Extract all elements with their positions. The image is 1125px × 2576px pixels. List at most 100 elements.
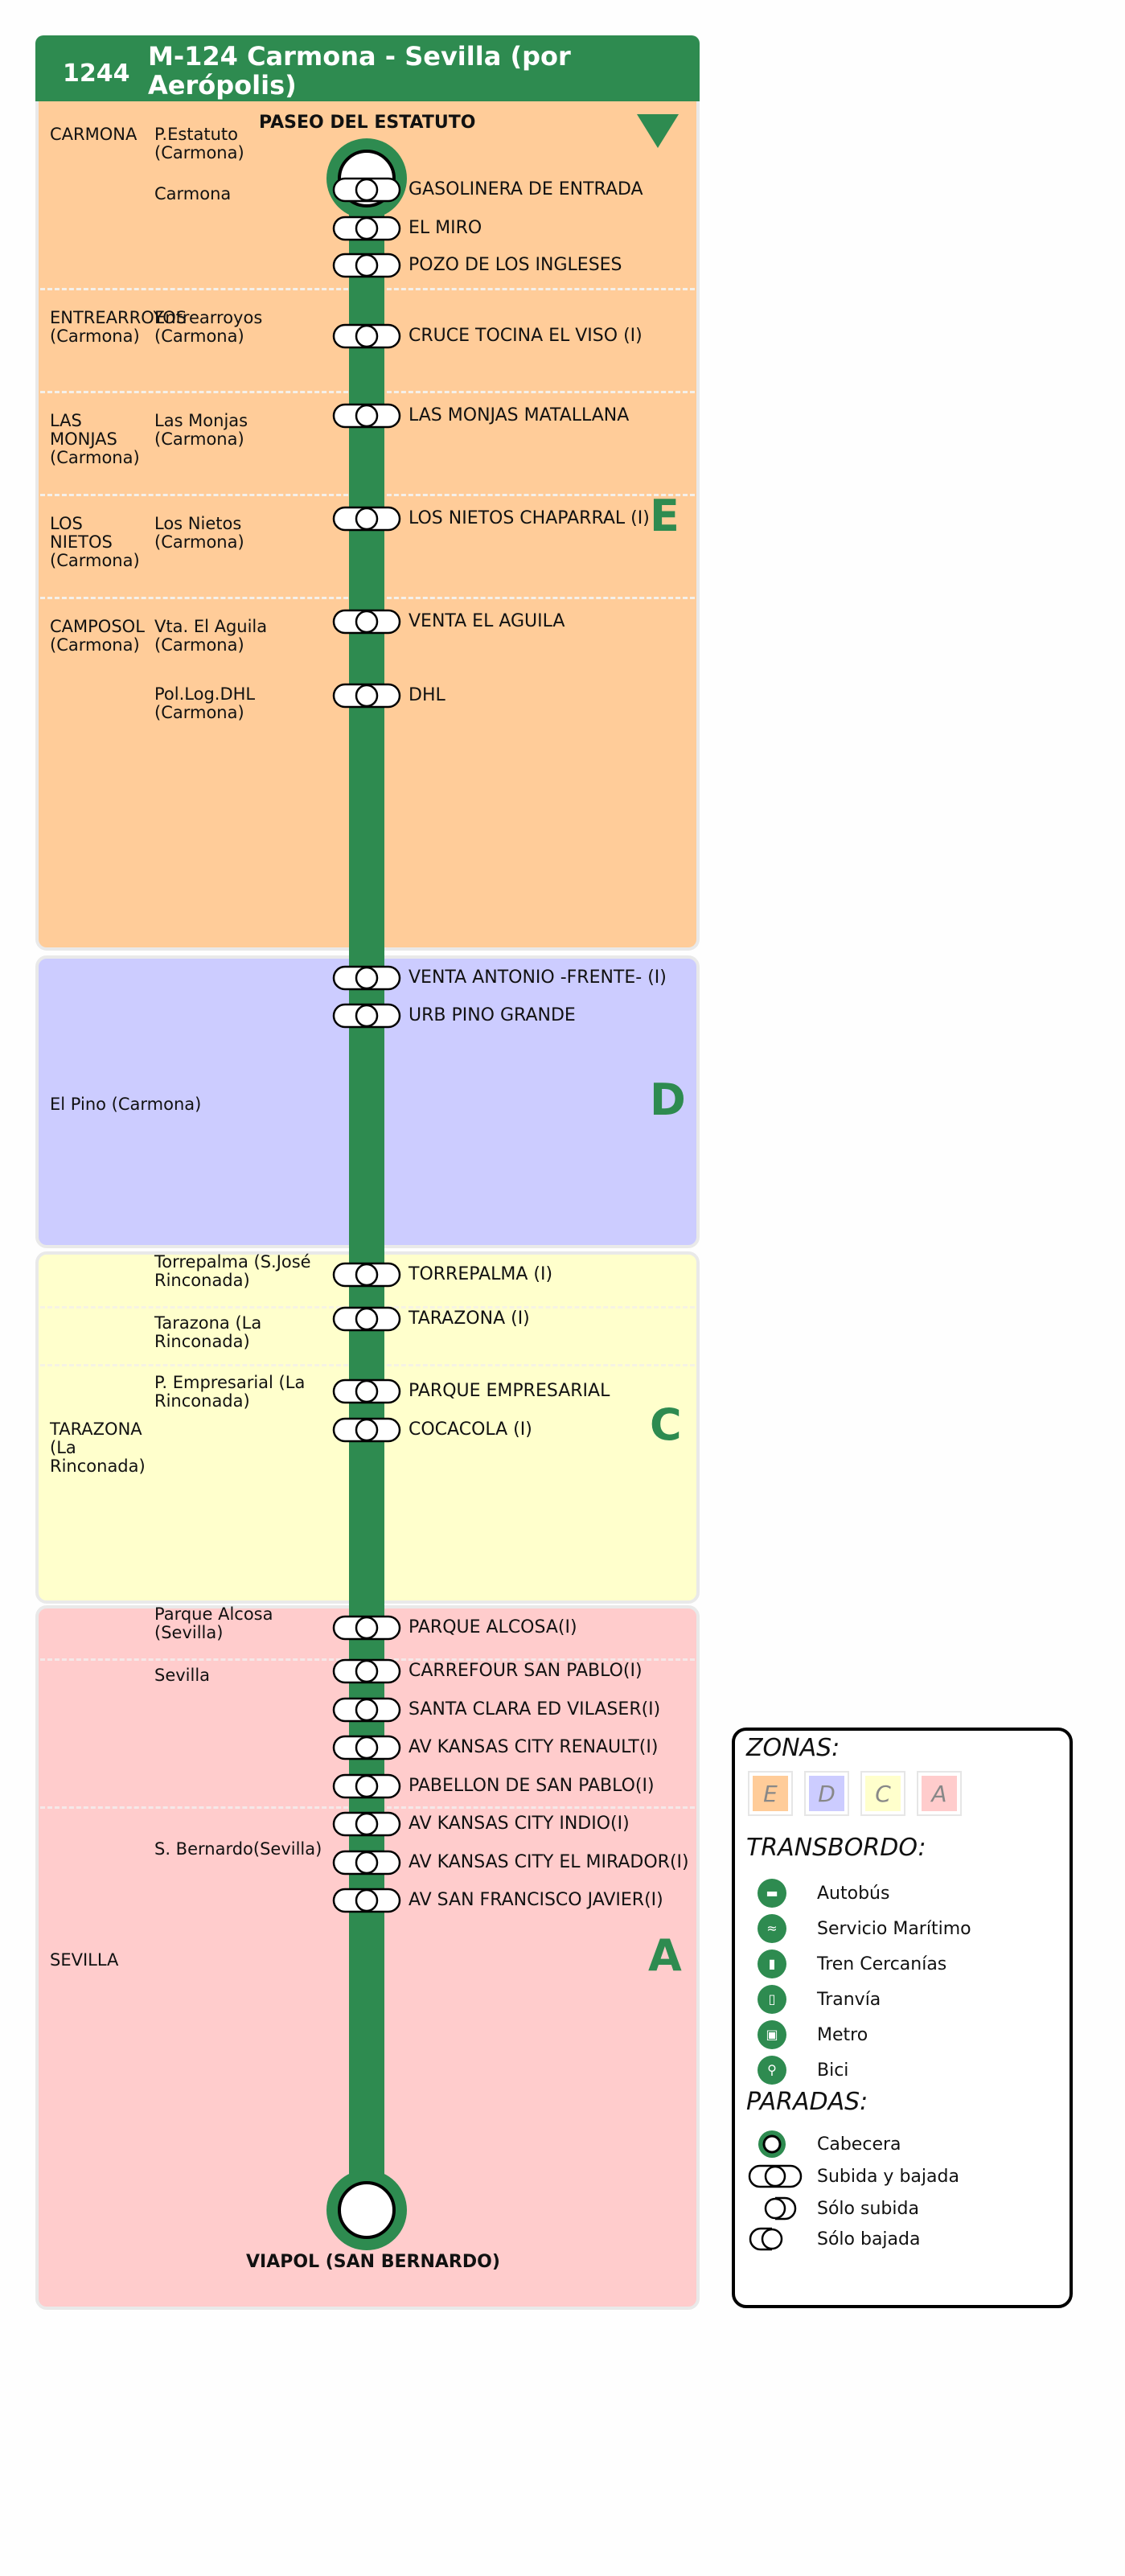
metro-icon: ▣ [758, 2020, 786, 2049]
both-ways-stop-icon [332, 965, 401, 991]
stop-name: AV KANSAS CITY RENAULT(I) [409, 1737, 659, 1757]
both-ways-stop-icon [332, 1262, 401, 1288]
legend-transbordo-title: TRANSBORDO: [746, 1834, 926, 1862]
both-ways-stop-icon [748, 2164, 803, 2188]
both-ways-stop-icon [332, 403, 401, 429]
stop-name: PABELLON DE SAN PABLO(I) [409, 1776, 655, 1796]
both-ways-stop-icon [332, 1811, 401, 1837]
legend-transbordo-label: Bici [817, 2060, 849, 2081]
route-code: 1244 [63, 60, 130, 88]
stop-name: LAS MONJAS MATALLANA [409, 405, 630, 425]
locality-label: Parque Alcosa (Sevilla) [154, 1604, 273, 1642]
stop-name: URB PINO GRANDE [409, 1005, 576, 1025]
locality-label: Tarazona (La Rinconada) [154, 1313, 262, 1351]
locality-label: Vta. El Aguila (Carmona) [154, 617, 268, 655]
legend-paradas-label: Sólo bajada [817, 2229, 921, 2249]
both-ways-stop-icon [332, 1003, 401, 1029]
bike-icon: ⚲ [758, 2056, 786, 2085]
stop-name: COCACOLA (I) [409, 1419, 532, 1440]
both-ways-stop-icon [332, 1850, 401, 1876]
municipality-label: ENTREARROYOS (Carmona) [50, 308, 187, 346]
both-ways-stop-icon [332, 1615, 401, 1641]
municipality-label: LOS NIETOS (Carmona) [50, 514, 140, 570]
route-title: M-124 Carmona - Sevilla (por Aerópolis) [148, 41, 571, 101]
locality-label: Entrearroyos (Carmona) [154, 308, 263, 346]
both-ways-stop-icon [332, 506, 401, 532]
stop-name: CRUCE TOCINA EL VISO (I) [409, 326, 643, 346]
legend-zone-c: C [860, 1771, 905, 1816]
zone-letter: C [650, 1399, 682, 1450]
locality-label: Sevilla [154, 1666, 211, 1685]
legend-transbordo-label: Tren Cercanías [817, 1954, 947, 1974]
legend-paradas-label: Sólo subida [817, 2199, 919, 2219]
municipality-label: CAMPOSOL (Carmona) [50, 617, 145, 655]
legend-transbordo-label: Tranvía [817, 1990, 881, 2010]
zone-letter: E [650, 491, 680, 541]
tram-icon: ▯ [758, 1985, 786, 2014]
legend-zone-e: E [748, 1771, 793, 1816]
stop-name: POZO DE LOS INGLESES [409, 255, 622, 275]
legend-paradas-title: PARADAS: [746, 2088, 868, 2116]
locality-label: S. Bernardo(Sevilla) [154, 1839, 322, 1859]
legend-transbordo-label: Metro [817, 2025, 868, 2045]
legend-zone-d: D [804, 1771, 849, 1816]
both-ways-stop-icon [332, 1888, 401, 1913]
stop-name: AV SAN FRANCISCO JAVIER(I) [409, 1890, 663, 1910]
locality-label: Los Nietos (Carmona) [154, 514, 244, 552]
legend-paradas-label: Cabecera [817, 2134, 901, 2155]
both-ways-stop-icon [332, 1658, 401, 1684]
municipality-label: SEVILLA [50, 1950, 119, 1970]
legend-transbordo-label: Autobús [817, 1884, 890, 1904]
train-icon: ▮ [758, 1949, 786, 1978]
locality-label: Carmona [154, 184, 232, 203]
legend-zone-a: A [917, 1771, 962, 1816]
stop-name: PARQUE ALCOSA(I) [409, 1617, 577, 1637]
end-terminal-label: VIAPOL (SAN BERNARDO) [246, 2252, 500, 2272]
stop-name: LOS NIETOS CHAPARRAL (I) [409, 508, 650, 528]
stop-name: PARQUE EMPRESARIAL [409, 1381, 610, 1401]
both-ways-stop-icon [332, 1378, 401, 1404]
stop-name: VENTA ANTONIO -FRENTE- (I) [409, 968, 667, 988]
terminal-stop-icon [758, 2130, 786, 2158]
locality-label: P. Empresarial (La Rinconada) [154, 1373, 306, 1411]
locality-label: Pol.Log.DHL (Carmona) [154, 684, 256, 722]
stop-name: TARAZONA (I) [409, 1309, 530, 1329]
both-ways-stop-icon [332, 323, 401, 349]
legend-box: ZONAS: E D C A TRANSBORDO: ▬ Autobús ≈ Serv… [732, 1728, 1073, 2308]
stop-name: TORREPALMA (I) [409, 1264, 553, 1284]
direction-arrow-icon [637, 114, 679, 148]
municipality-label: LAS MONJAS (Carmona) [50, 411, 140, 467]
zone-letter: A [648, 1930, 682, 1981]
terminal-stop-icon [326, 2170, 407, 2250]
both-ways-stop-icon [332, 216, 401, 241]
both-ways-stop-icon [332, 609, 401, 635]
bus-icon: ▬ [758, 1879, 786, 1908]
stop-name: VENTA EL AGUILA [409, 611, 565, 631]
both-ways-stop-icon [332, 1773, 401, 1799]
stop-name: SANTA CLARA ED VILASER(I) [409, 1699, 661, 1719]
both-ways-stop-icon [332, 1417, 401, 1443]
start-terminal-label: PASEO DEL ESTATUTO [259, 113, 476, 133]
stop-name: GASOLINERA DE ENTRADA [409, 179, 643, 199]
stop-name: AV KANSAS CITY EL MIRADOR(I) [409, 1852, 689, 1872]
zone-letter: D [650, 1074, 686, 1125]
municipality-label: CARMONA [50, 125, 138, 144]
locality-label: Torrepalma (S.José Rinconada) [154, 1252, 311, 1290]
municipality-label: TARAZONA (La Rinconada) [50, 1419, 146, 1476]
boarding-only-stop-icon [764, 2196, 797, 2221]
stop-name: DHL [409, 685, 445, 705]
route-header: 1244 M-124 Carmona - Sevilla (por Aerópo… [35, 35, 700, 101]
municipality-label: El Pino (Carmona) [50, 1095, 202, 1114]
both-ways-stop-icon [332, 1697, 401, 1723]
both-ways-stop-icon [332, 253, 401, 278]
both-ways-stop-icon [332, 1306, 401, 1332]
stop-name: AV KANSAS CITY INDIO(I) [409, 1814, 630, 1834]
both-ways-stop-icon [332, 177, 401, 203]
legend-zonas-title: ZONAS: [746, 1734, 840, 1762]
both-ways-stop-icon [332, 683, 401, 709]
legend-transbordo-label: Servicio Marítimo [817, 1919, 971, 1939]
locality-label: Las Monjas (Carmona) [154, 411, 248, 449]
stop-name: EL MIRO [409, 218, 482, 238]
legend-paradas-label: Subida y bajada [817, 2167, 959, 2187]
ship-icon: ≈ [758, 1914, 786, 1943]
